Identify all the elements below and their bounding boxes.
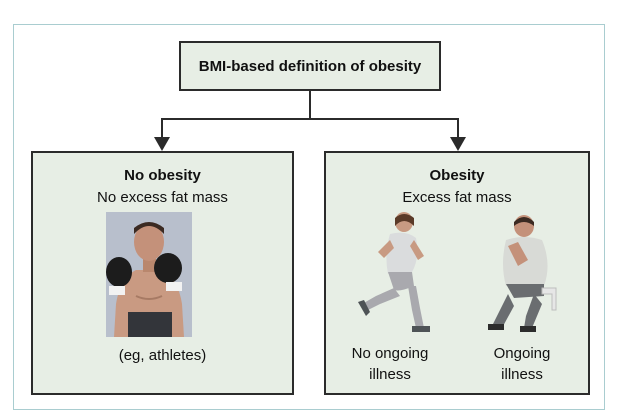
seated-man-illustration: [488, 215, 557, 332]
definition-box: BMI-based definition of obesity: [179, 41, 441, 91]
no-obesity-subheading: No excess fat mass: [97, 189, 228, 206]
no-obesity-heading: No obesity: [124, 167, 201, 184]
obesity-subheading: Excess fat mass: [402, 189, 512, 206]
no-obesity-caption: (eg, athletes): [118, 347, 207, 364]
obesity-heading: Obesity: [429, 167, 485, 184]
obesity-box: Obesity Excess fat mass No ongoing illne…: [324, 151, 590, 395]
left-arrowhead: [154, 137, 170, 151]
no-ongoing-illness-caption: No ongoing illness: [351, 345, 429, 383]
runner-illustration: [358, 212, 430, 332]
ongoing-illness-caption: Ongoing illness: [493, 345, 551, 383]
boxer-illustration: [106, 212, 192, 337]
definition-title: BMI-based definition of obesity: [198, 57, 422, 75]
right-arrowhead: [450, 137, 466, 151]
